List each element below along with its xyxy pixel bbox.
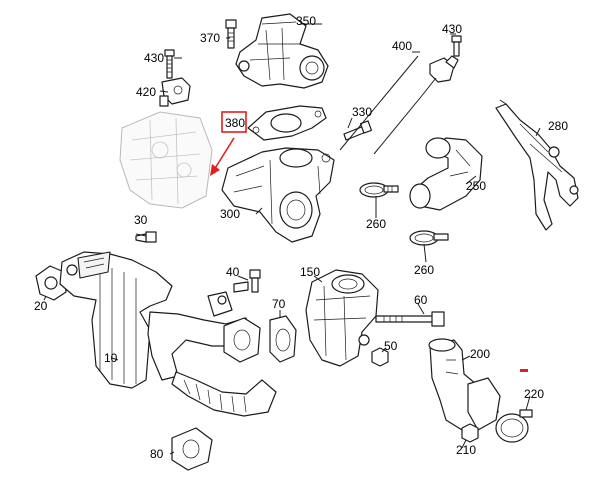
leader-lines [43, 23, 541, 455]
callout-370[interactable]: 370 [200, 31, 220, 45]
callout-430-right[interactable]: 430 [442, 22, 462, 36]
gasket-20 [35, 265, 67, 301]
callout-80[interactable]: 80 [150, 447, 164, 461]
callout-20[interactable]: 20 [34, 299, 48, 313]
hose-250 [409, 137, 483, 211]
callout-400[interactable]: 400 [392, 39, 412, 53]
highlight-arrow [213, 137, 235, 171]
gasket-80 [171, 427, 213, 471]
bolt-370 [225, 19, 237, 49]
bolt-430-right [451, 35, 462, 57]
callout-300[interactable]: 300 [220, 207, 240, 221]
callout-30[interactable]: 30 [134, 213, 148, 227]
nut-210 [461, 423, 479, 443]
egr-valve-150 [305, 269, 379, 367]
callout-430-left[interactable]: 430 [144, 51, 164, 65]
housing-300 [221, 147, 335, 243]
callout-280[interactable]: 280 [548, 119, 568, 133]
callout-220[interactable]: 220 [524, 387, 544, 401]
gasket-70 [269, 315, 297, 363]
highlight-mark [520, 369, 528, 372]
callout-labels: 350 370 430 420 430 400 380 330 300 260 … [34, 14, 568, 461]
callout-60[interactable]: 60 [414, 293, 428, 307]
callout-150[interactable]: 150 [300, 265, 320, 279]
highlight-arrowhead [210, 164, 220, 176]
pipe-elbow-200 [428, 338, 501, 431]
gasket-380 [247, 105, 327, 141]
bracket-280 [495, 99, 579, 231]
engine-block-ghost [119, 111, 213, 209]
callout-40[interactable]: 40 [226, 265, 240, 279]
bolt-430-left [164, 49, 175, 79]
callout-250[interactable]: 250 [466, 179, 486, 193]
callout-420[interactable]: 420 [136, 85, 156, 99]
bolt-40 [233, 269, 261, 293]
clamp-260-top [359, 182, 399, 198]
callout-380[interactable]: 380 [225, 116, 245, 130]
egr-valve-350 [235, 13, 329, 89]
clamp-220 [495, 409, 533, 443]
nut-50 [371, 347, 389, 367]
highlight-box [221, 111, 247, 133]
callout-200[interactable]: 200 [470, 347, 490, 361]
clamp-260-bottom [409, 230, 449, 246]
callout-260-bottom[interactable]: 260 [414, 263, 434, 277]
flange-mid [223, 317, 261, 363]
egr-cooler-10 [59, 251, 173, 389]
highlight-380 [210, 111, 528, 372]
callout-260-top[interactable]: 260 [366, 217, 386, 231]
bolt-30 [135, 231, 157, 243]
bolt-330 [343, 120, 373, 141]
bolt-60 [375, 311, 445, 327]
callout-50[interactable]: 50 [384, 339, 398, 353]
callout-10[interactable]: 10 [104, 351, 118, 365]
callout-70[interactable]: 70 [272, 297, 286, 311]
sensor-400 [429, 55, 459, 83]
callout-350[interactable]: 350 [296, 14, 316, 28]
callout-330[interactable]: 330 [352, 105, 372, 119]
sensor-420 [159, 77, 191, 107]
callout-210[interactable]: 210 [456, 443, 476, 457]
